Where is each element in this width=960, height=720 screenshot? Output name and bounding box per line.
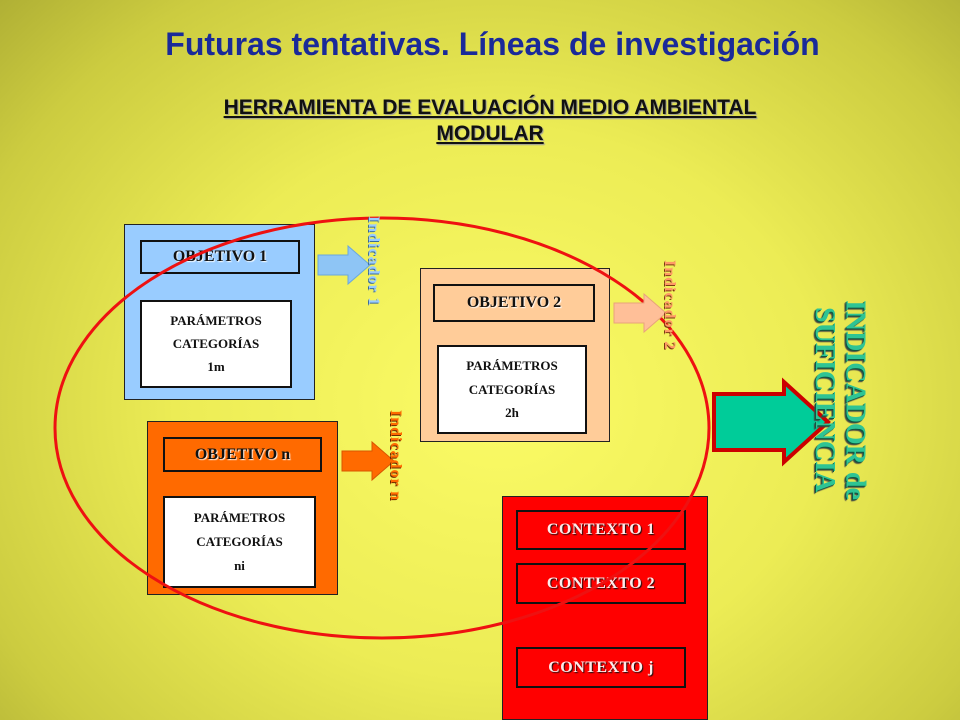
indicator-n-label: Indicador n: [387, 410, 404, 502]
context-2-box: CONTEXTO 2: [516, 563, 686, 604]
objective-n-count: ni: [234, 558, 245, 573]
objective-n-panel: OBJETIVO n PARÁMETROS CATEGORÍAS ni: [147, 421, 338, 595]
objective-1-params: PARÁMETROS CATEGORÍAS 1m: [140, 300, 292, 388]
slide-title: Futuras tentativas. Líneas de investigac…: [165, 26, 820, 62]
indicator-1-arrow-icon: [317, 244, 371, 286]
slide-subtitle: HERRAMIENTA DE EVALUACIÓN MEDIO AMBIENTA…: [0, 95, 960, 146]
context-panel: CONTEXTO 1 CONTEXTO 2 CONTEXTO j: [502, 496, 708, 720]
context-1-box: CONTEXTO 1: [516, 510, 686, 550]
objective-1-panel: OBJETIVO 1 PARÁMETROS CATEGORÍAS 1m: [124, 224, 315, 400]
grouping-ellipse-shape: [53, 216, 711, 640]
objective-n-title-text: OBJETIVO n: [194, 445, 291, 463]
context-j-box: CONTEXTO j: [516, 647, 686, 688]
indicator-2-arrow-icon: [613, 292, 667, 334]
objective-2-panel: OBJETIVO 2 PARÁMETROS CATEGORÍAS 2h: [420, 268, 610, 442]
objective-2-params: PARÁMETROS CATEGORÍAS 2h: [437, 345, 587, 434]
objective-1-title-text: OBJETIVO 1: [172, 248, 268, 265]
objective-1-params-label: PARÁMETROS: [170, 313, 262, 328]
result-arrow-icon: [712, 377, 831, 467]
subtitle-line-2: MODULAR: [436, 121, 544, 145]
objective-2-categories-label: CATEGORÍAS: [468, 381, 556, 397]
objective-1-count: 1m: [207, 359, 225, 374]
objective-2-title: OBJETIVO 2: [433, 284, 595, 322]
subtitle-line-1: HERRAMIENTA DE EVALUACIÓN MEDIO AMBIENTA…: [223, 96, 757, 119]
indicator-n-arrow-icon: [341, 440, 395, 482]
objective-n-title: OBJETIVO n: [163, 437, 322, 472]
indicator-1-label: Indicador 1: [365, 216, 382, 307]
objective-n-params: PARÁMETROS CATEGORÍAS ni: [163, 496, 316, 588]
objective-2-title-text: OBJETIVO 2: [466, 294, 562, 311]
context-j-label: CONTEXTO j: [548, 658, 654, 676]
objective-n-categories-label: CATEGORÍAS: [196, 534, 283, 549]
objective-2-count: 2h: [505, 404, 519, 420]
indicator-2-label: Indicador 2: [661, 260, 678, 351]
sufficiency-line-2: SUFICIENCIA: [808, 307, 840, 493]
sufficiency-line-1: INDICADOR de: [839, 300, 871, 500]
context-1-label: CONTEXTO 1: [546, 521, 656, 538]
objective-2-params-label: PARÁMETROS: [466, 358, 558, 374]
objective-n-params-label: PARÁMETROS: [193, 510, 286, 525]
sufficiency-indicator-label: INDICADOR de SUFICIENCIA: [808, 300, 871, 500]
objective-1-categories-label: CATEGORÍAS: [172, 336, 260, 351]
